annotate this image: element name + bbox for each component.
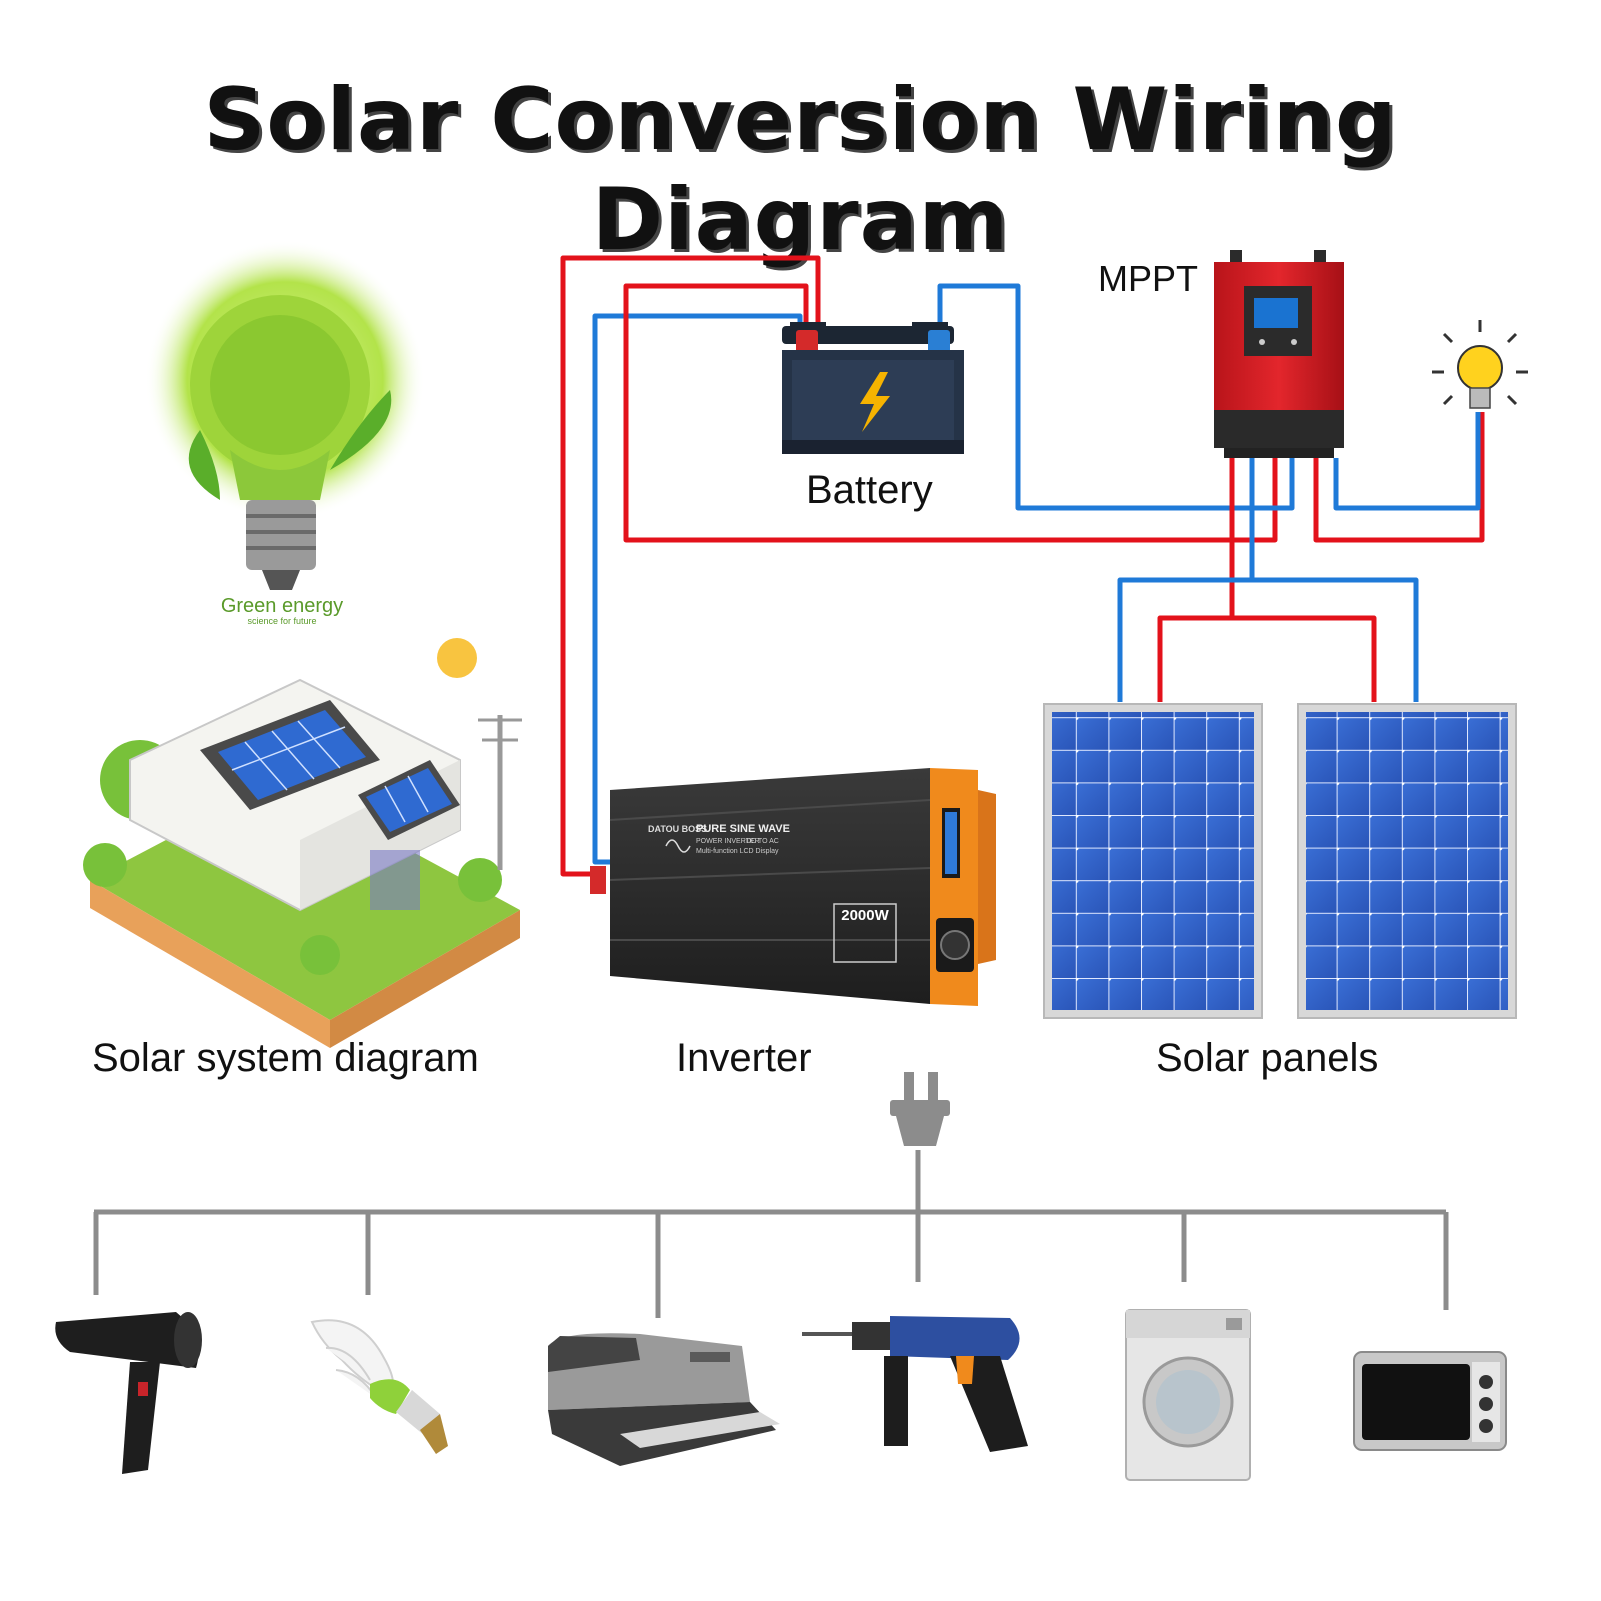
solar-panels-icon [1043,703,1517,1019]
solar-panel-right [1306,712,1508,1010]
solar-house-icon [83,638,522,1048]
wire-load-negative [1333,412,1481,511]
green-energy-bulb-icon: Green energy science for future [145,240,425,626]
wire-load-positive [1313,412,1485,543]
cfl-bulb-icon [310,1319,448,1454]
diagram-title: Solar Conversion Wiring Diagram [203,70,1398,270]
inverter-rating: 2000W [841,907,889,924]
dc-wiring [560,255,1485,877]
inverter-wave-text: PURE SINE WAVE [696,823,790,835]
wire-battery-positive-mppt [623,283,1278,543]
inverter-dcac-text: DC TO AC [746,838,779,845]
light-bulb-load-icon [1432,320,1528,409]
wire-battery-negative-mppt [937,283,1295,511]
inverter-type-text: POWER INVERTER [696,838,760,845]
wire-inverter-negative [592,313,803,865]
solar-system-label: Solar system diagram [92,1036,479,1080]
battery-icon [782,322,964,454]
battery-label: Battery [806,468,933,512]
wire-pv-positive-2 [1232,615,1377,702]
wire-pv-negative [1117,458,1255,702]
mppt-label: MPPT [1098,258,1199,299]
microwave-oven-icon [1353,1351,1507,1451]
inverter-device-icon: DATOU BOSS PURE SINE WAVE POWER INVERTER… [590,768,996,1006]
ac-distribution-wiring [93,1150,1449,1318]
wire-pv-negative-2 [1252,577,1419,702]
inverter-brand: DATOU BOSS [648,824,707,834]
washing-machine-icon [1125,1309,1251,1481]
printer-icon [548,1333,780,1466]
green-energy-tagline: science for future [247,616,316,626]
mppt-controller-icon [1214,250,1344,458]
wire-inverter-positive [560,255,821,877]
solar-panel-left [1052,712,1254,1010]
inverter-display-text: Multi-function LCD Display [696,848,779,855]
hair-dryer-icon [55,1312,202,1474]
solar-panels-label: Solar panels [1156,1036,1379,1080]
power-plug-icon [890,1072,950,1146]
inverter-label: Inverter [676,1036,812,1080]
power-drill-icon [802,1316,1028,1452]
green-energy-text: Green energy [221,595,343,617]
wire-pv-positive [1157,458,1235,702]
